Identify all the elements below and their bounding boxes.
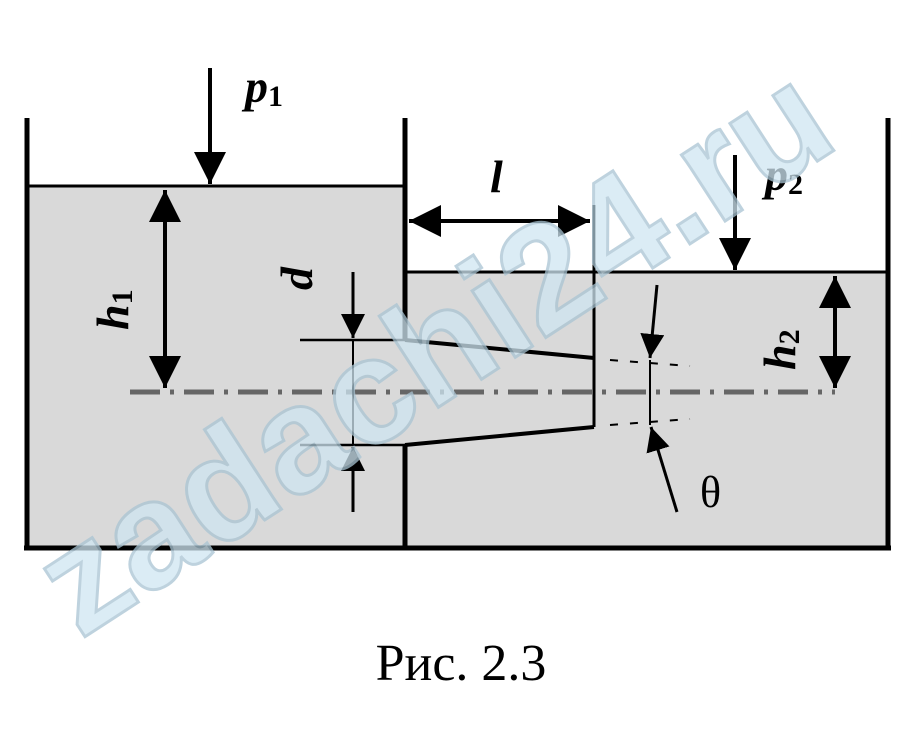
h2-label: h2 <box>754 329 806 370</box>
figure-caption: Рис. 2.3 <box>376 635 547 692</box>
l-label: l <box>490 151 503 202</box>
theta-dimension <box>609 284 691 513</box>
h1-label: h1 <box>87 289 139 330</box>
left-tank-water <box>27 186 405 548</box>
p1-label: p1 <box>241 61 283 113</box>
p2-label: p2 <box>761 149 803 201</box>
conical-nozzle <box>404 205 596 447</box>
theta-label: θ <box>700 468 721 517</box>
right-tank-water <box>405 272 888 548</box>
tank-walls <box>24 118 891 551</box>
d-label: d <box>271 266 322 290</box>
